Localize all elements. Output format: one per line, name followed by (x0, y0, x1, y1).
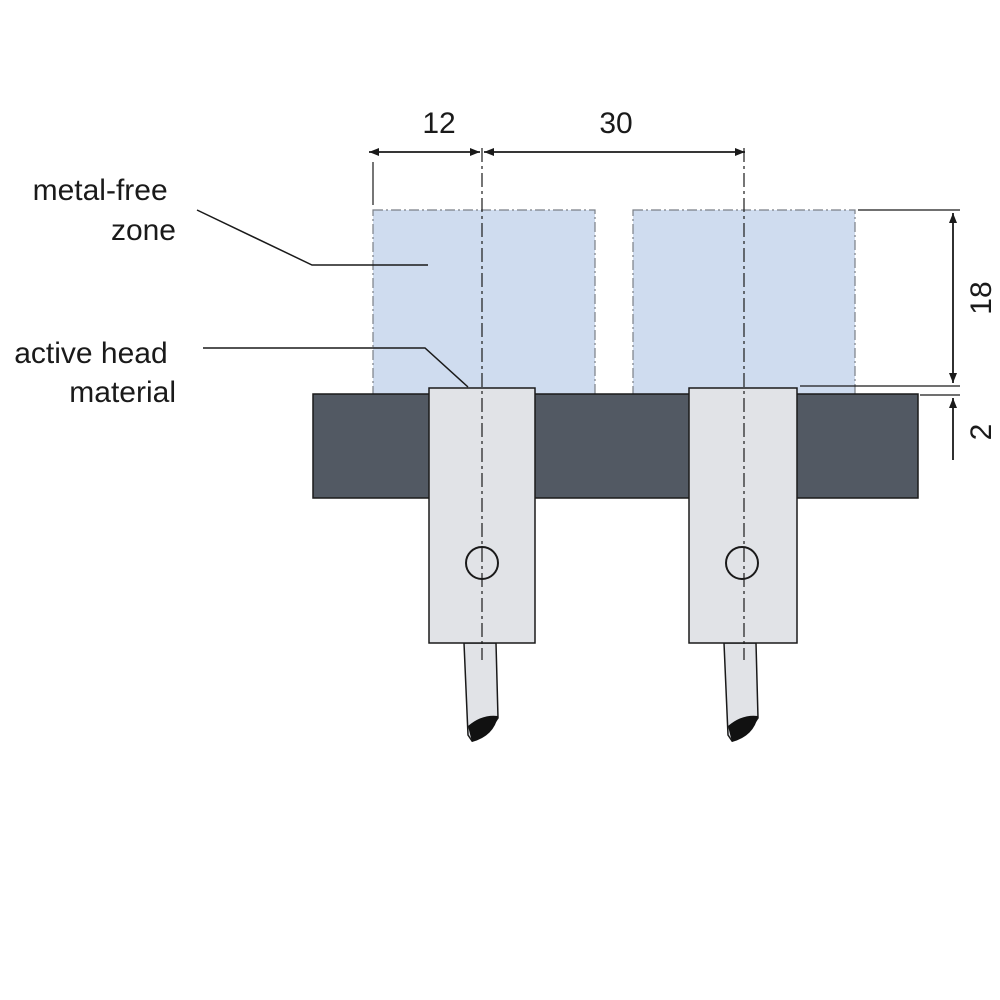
dimension-width-left: 12 (422, 107, 455, 140)
dimension-offset: 2 (965, 424, 998, 441)
sensor-left-cable-end (468, 715, 498, 742)
label-metal-free-zone: metal-free zone (33, 174, 176, 247)
sensor-right-led (725, 546, 759, 580)
sensor-right-cable-end (728, 715, 758, 742)
sensor-right-body (688, 387, 798, 644)
leader-line-active-head (203, 347, 469, 388)
mounting-plate (312, 393, 919, 499)
dimension-height: 18 (965, 281, 998, 314)
leader-line-metal-free (196, 209, 428, 266)
sensor-right (688, 387, 798, 742)
dimension-spacing: 30 (599, 107, 632, 140)
metal-free-zone-left (372, 209, 596, 397)
label-active-head-material: active head material (14, 337, 176, 409)
